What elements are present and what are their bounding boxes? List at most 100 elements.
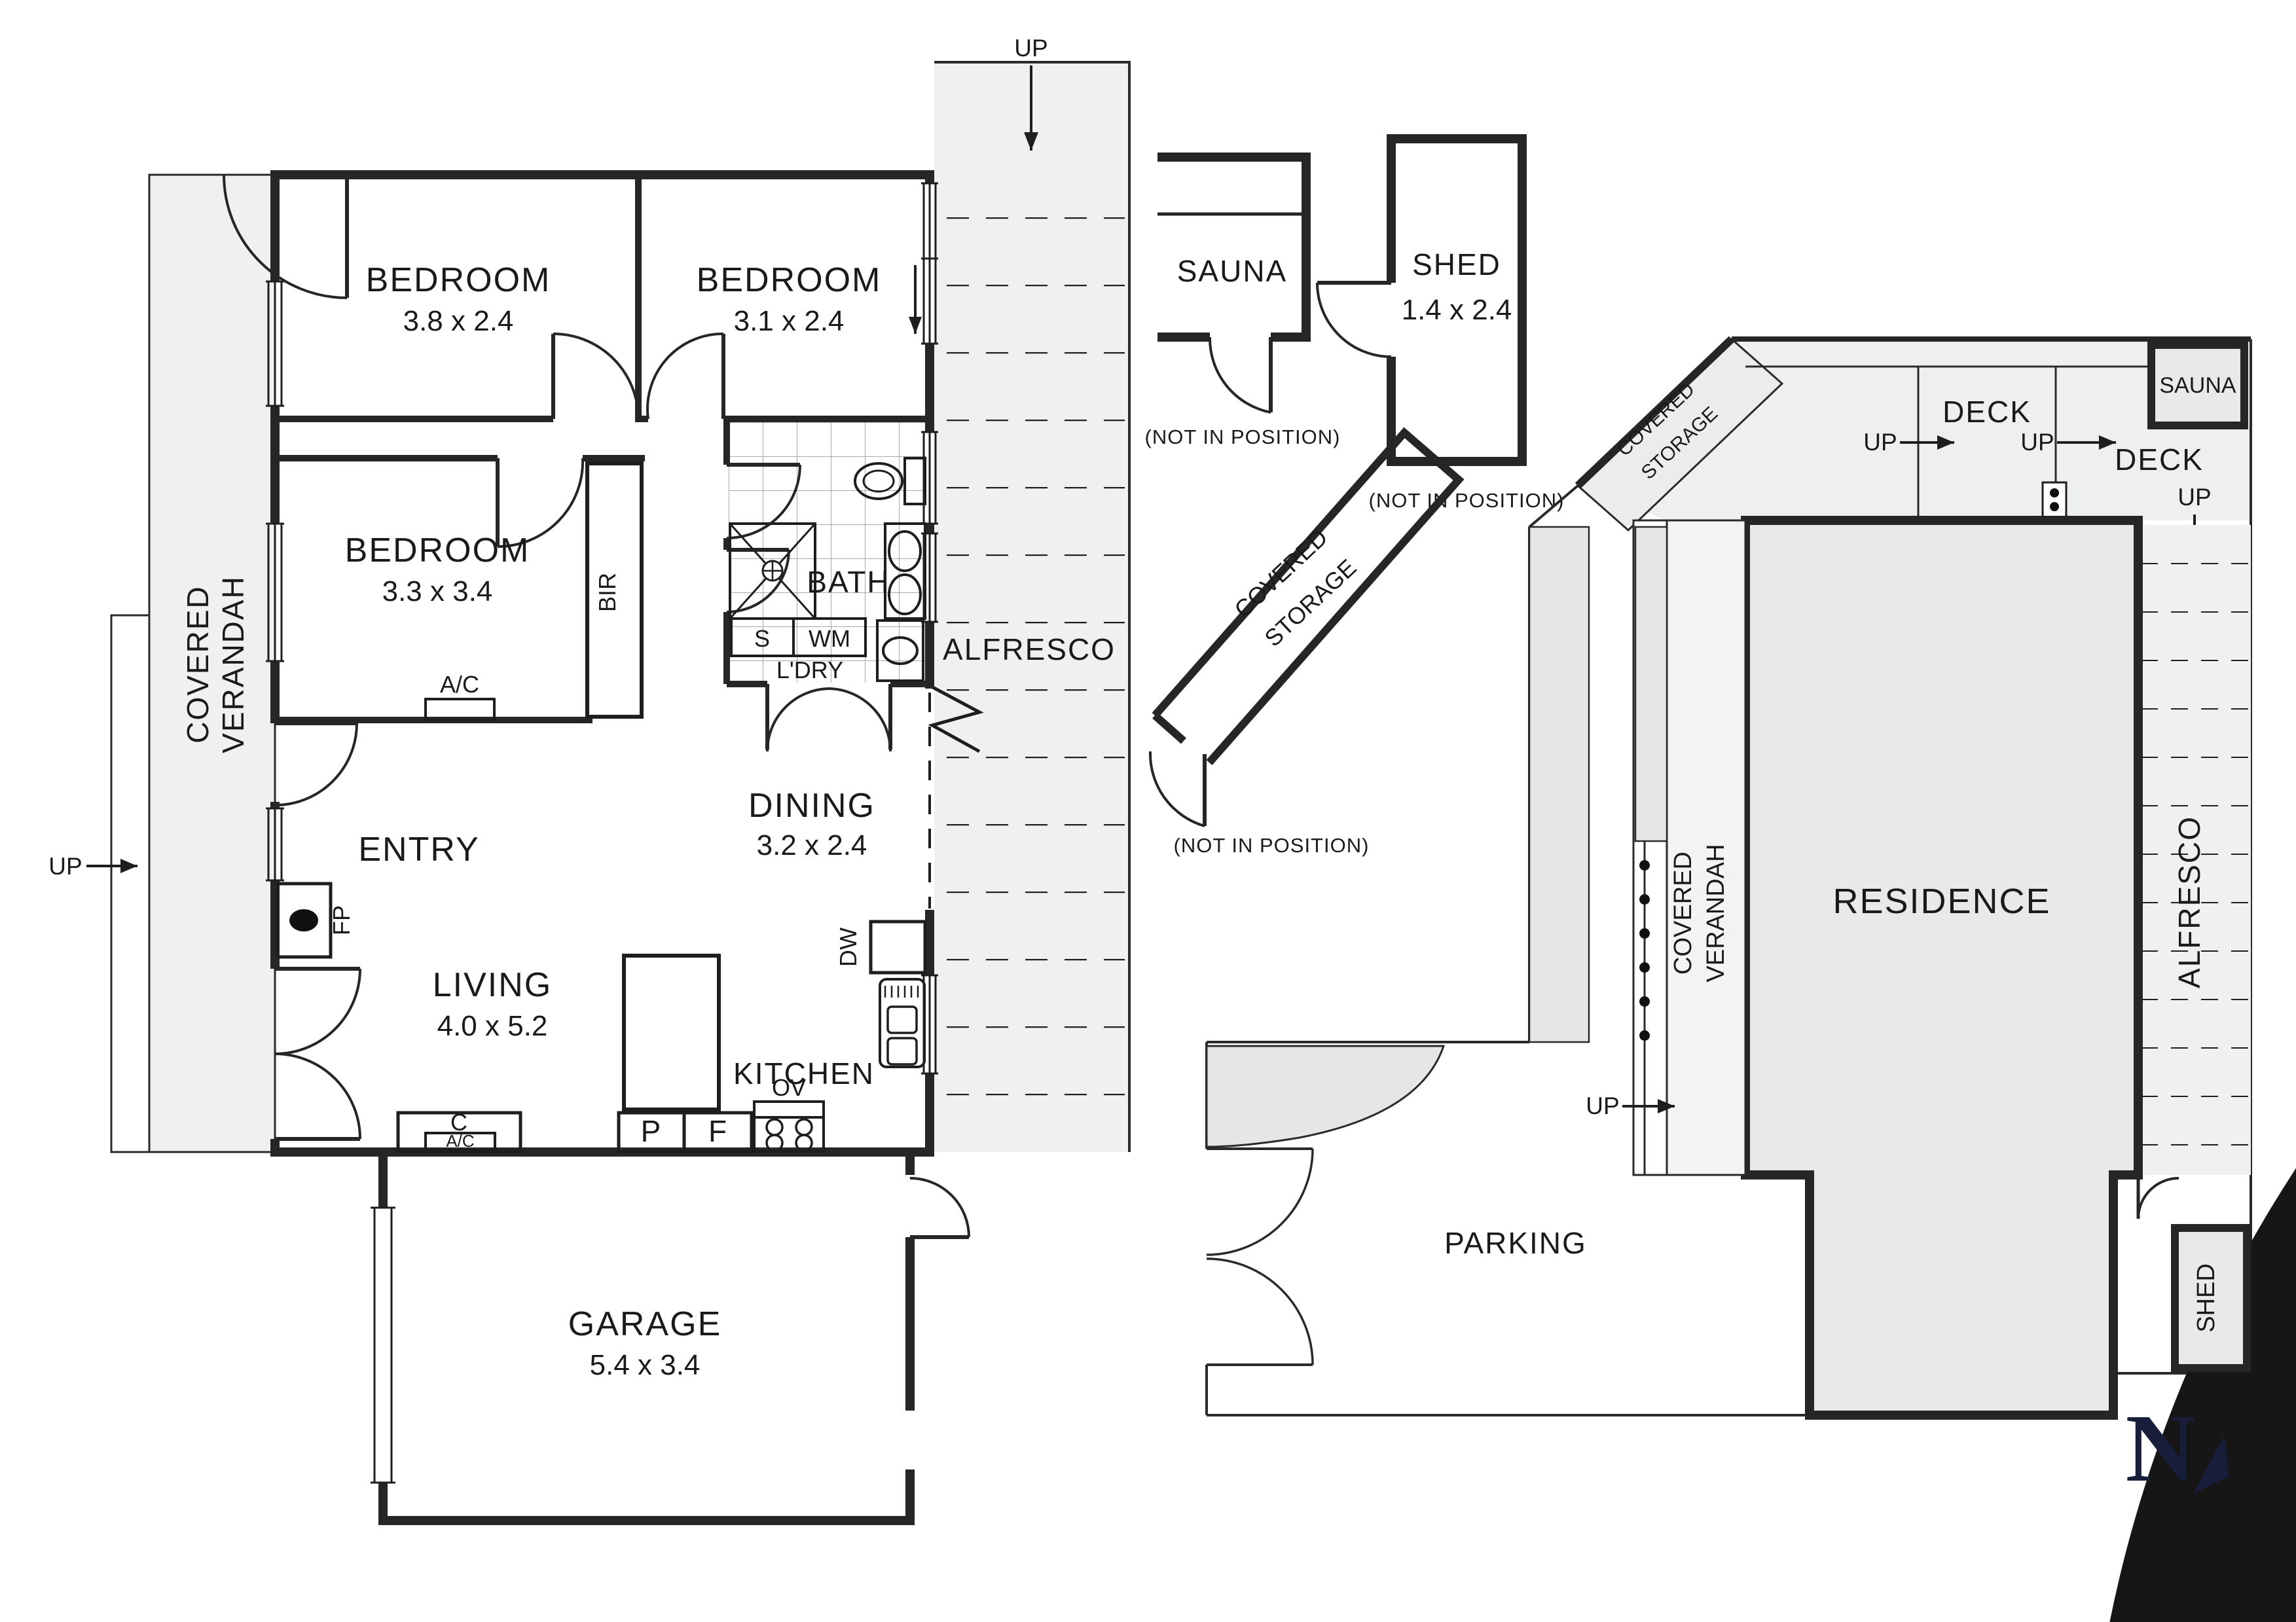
site-up2-label: UP — [2020, 429, 2054, 456]
kitchen-label: KITCHEN — [733, 1056, 875, 1090]
shed-nip-dims: 1.4 x 2.4 — [1402, 294, 1512, 326]
site-plan: COVERED STORAGE DECK DECK UP — [1205, 336, 2296, 1622]
parking-gates — [1206, 1147, 1314, 1366]
garage-door — [371, 1206, 395, 1484]
laundry-label: L'DRY — [776, 657, 843, 683]
hedge-row — [1745, 365, 2151, 368]
door-entry — [274, 721, 358, 806]
parking-area: PARKING — [1206, 1147, 1586, 1366]
alfresco-deck-lines — [938, 190, 1125, 1149]
living-label: LIVING — [433, 966, 553, 1004]
window-bath-1 — [921, 431, 938, 525]
shed-nip-label: SHED — [1412, 247, 1501, 281]
windows — [266, 182, 938, 1484]
bed3-ac-unit: A/C — [424, 671, 496, 721]
window-bath-2 — [921, 532, 938, 623]
entry-label: ENTRY — [358, 831, 479, 869]
alfresco-outline — [934, 61, 1131, 1152]
verandah-label-line2: VERANDAH — [216, 575, 250, 753]
pantry-label: P — [641, 1114, 663, 1148]
break-line-icon — [928, 684, 984, 753]
washing-machine-box: WM — [792, 617, 867, 657]
site-shed: SHED — [2171, 1224, 2251, 1372]
site-up1-arrow-icon — [1900, 435, 1954, 450]
laundry-trough-icon — [876, 619, 924, 682]
fridge-label: F — [708, 1114, 728, 1148]
verandah-floor — [148, 173, 276, 1153]
cupboard-label: C — [450, 1109, 467, 1136]
site-sauna-label: SAUNA — [2159, 373, 2236, 398]
cupboard-ac-label: A/C — [446, 1131, 474, 1151]
site-shed-label: SHED — [2193, 1263, 2220, 1333]
bedroom3-dims: 3.3 x 3.4 — [382, 575, 493, 607]
pantry-box: P — [617, 1111, 686, 1153]
garden-bed-narrow — [1634, 526, 2296, 1622]
window-bedroom3 — [266, 522, 284, 662]
garage-dims: 5.4 x 3.4 — [590, 1349, 701, 1381]
outbuildings: SAUNA (NOT IN POSITION) SHED 1.4 x 2.4 (… — [1145, 134, 1563, 857]
living-dims: 4.0 x 5.2 — [437, 1010, 548, 1042]
site-residence-label: RESIDENCE — [1832, 882, 2050, 921]
site-alfresco-door — [2136, 1177, 2179, 1219]
window-bedroom1 — [266, 280, 284, 407]
room-labels: BEDROOM 3.8 x 2.4 BEDROOM 3.1 x 2.4 BEDR… — [345, 261, 889, 1381]
site-up4-arrow-icon — [1622, 1099, 1675, 1113]
site-sauna: SAUNA — [2147, 341, 2248, 429]
bir-robe: BIR — [585, 461, 644, 719]
door-living-french — [274, 967, 361, 1141]
bedroom2-label: BEDROOM — [697, 261, 882, 299]
storage-nip-note: (NOT IN POSITION) — [1174, 834, 1370, 857]
north-pennant — [2193, 1435, 2229, 1494]
north-indicator-icon: N — [2126, 1395, 2229, 1502]
dining-dims: 3.2 x 2.4 — [757, 829, 867, 861]
site-verandah-line1: COVERED — [1669, 852, 1697, 975]
cupboard-box: C A/C — [396, 1109, 522, 1153]
covered-verandah-area: COVERED VERANDAH UP — [48, 173, 276, 1153]
door-garage-rear — [909, 1177, 970, 1239]
garden-bed-west — [1528, 526, 2296, 1622]
bedroom1-dims: 3.8 x 2.4 — [403, 305, 514, 337]
washing-machine-label: WM — [809, 625, 850, 652]
garage-label: GARAGE — [568, 1305, 722, 1343]
sink-label: S — [754, 625, 770, 652]
alfresco-area: ALFRESCO UP — [909, 35, 1131, 1152]
site-alfresco: ALFRESCO — [2136, 525, 2251, 1219]
bedroom3-label: BEDROOM — [345, 532, 530, 569]
toilet-icon — [854, 457, 926, 505]
kitchen-sink-icon — [879, 978, 926, 1068]
door-laundry-double — [765, 684, 892, 752]
alfresco-label: ALFRESCO — [943, 632, 1116, 666]
alfresco-step-arrow-icon — [909, 265, 922, 334]
deck2-label: DECK — [2115, 442, 2204, 477]
verandah-step-strip — [110, 614, 151, 1153]
deck-steps-icon — [2041, 481, 2068, 518]
bir-label: BIR — [594, 573, 621, 612]
dishwasher-label: DW — [835, 928, 862, 967]
doors — [223, 174, 970, 1239]
site-alfresco-label: ALFRESCO — [2172, 816, 2206, 988]
sauna-nip-note: (NOT IN POSITION) — [1145, 425, 1341, 448]
fridge-box: F — [682, 1111, 754, 1153]
dining-label: DINING — [748, 787, 875, 825]
garage-walls — [378, 1152, 915, 1525]
deck1-label: DECK — [1942, 395, 2032, 429]
verandah-label-line1: COVERED — [181, 585, 215, 743]
site-residence: RESIDENCE — [1741, 516, 2143, 1420]
site-up4-label: UP — [1586, 1092, 1619, 1119]
fixtures: BIR A/C — [276, 457, 927, 1153]
site-up1-label: UP — [1863, 429, 1897, 456]
bed3-ac-label: A/C — [440, 671, 479, 698]
bedroom2-dims: 3.1 x 2.4 — [734, 305, 845, 337]
kitchen-island — [622, 954, 721, 1111]
site-verandah-line2: VERANDAH — [1702, 844, 1730, 982]
up-top-label: UP — [1014, 35, 1048, 62]
oven-label: OV — [772, 1074, 806, 1101]
fireplace-icon: FP — [276, 882, 355, 959]
north-label: N — [2126, 1395, 2196, 1502]
up-left-arrow-icon — [86, 859, 137, 873]
site-up3-label: UP — [2178, 484, 2211, 511]
verandah-posts — [1639, 841, 1650, 1175]
vanity-icon — [884, 522, 926, 620]
